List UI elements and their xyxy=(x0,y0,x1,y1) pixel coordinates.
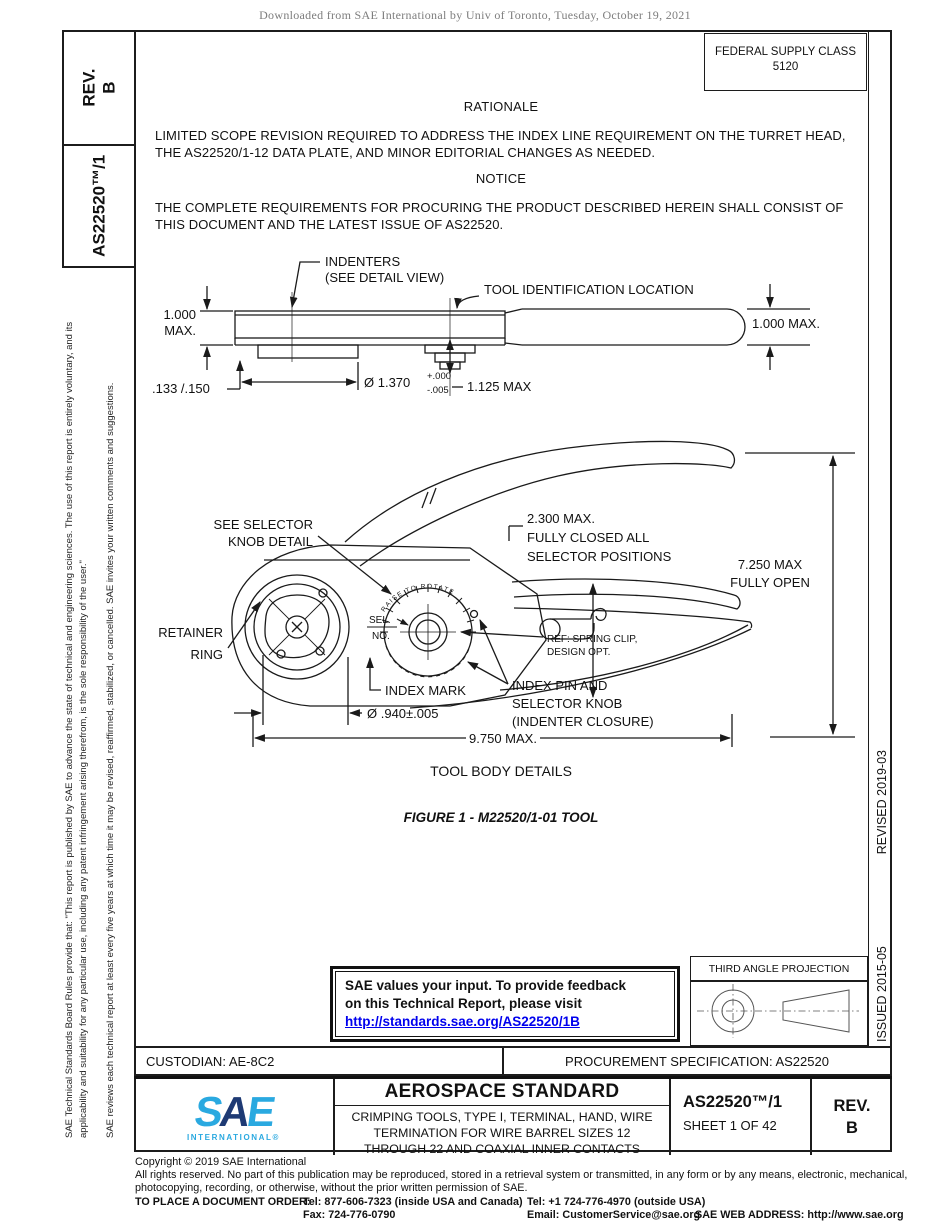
index-pin-label-3: (INDENTER CLOSURE) xyxy=(512,714,654,729)
projection-title: THIRD ANGLE PROJECTION xyxy=(691,957,867,982)
procurement-label: PROCUREMENT SPECIFICATION: AS22520 xyxy=(565,1054,829,1069)
see-selector-label-2: KNOB DETAIL xyxy=(228,534,313,549)
dim-1370-plus: +.000 xyxy=(427,371,451,382)
dim-1000-left-1: 1.000 xyxy=(163,307,196,322)
title-block-doc-number: AS22520™/1 xyxy=(683,1093,783,1111)
dim-1125-label: 1.125 MAX xyxy=(467,379,532,394)
standard-title-cell: AEROSPACE STANDARD CRIMPING TOOLS, TYPE … xyxy=(333,1079,669,1156)
indenters-label-2: (SEE DETAIL VIEW) xyxy=(325,270,444,285)
dim-1000-right: 1.000 MAX. xyxy=(752,316,820,331)
sheet-number: SHEET 1 OF 42 xyxy=(683,1118,777,1133)
dim-7250-label-2: FULLY OPEN xyxy=(730,575,810,590)
rights-text: All rights reserved. No part of this pub… xyxy=(135,1169,908,1194)
dim-1370-label: Ø 1.370 xyxy=(364,375,410,390)
download-watermark: Downloaded from SAE International by Uni… xyxy=(259,8,691,22)
custodian-label: CUSTODIAN: AE-8C2 xyxy=(146,1054,275,1069)
index-pin-label-2: SELECTOR KNOB xyxy=(512,696,622,711)
fsc-label: FEDERAL SUPPLY CLASS xyxy=(714,46,857,58)
sae-logo: SAE xyxy=(192,1088,276,1135)
order-tel-1: Tel: 877-606-7323 (inside USA and Canada… xyxy=(303,1196,523,1208)
raise-to-rotate-label: RAISE TO ROTATE xyxy=(380,583,454,613)
order-fax: Fax: 724-776-0790 xyxy=(303,1209,396,1221)
disclaimer-text-2: SAE reviews each technical report at lea… xyxy=(105,382,116,1138)
doc-title-line-2: TERMINATION FOR WIRE BARREL SIZES 12 xyxy=(373,1126,631,1140)
sae-logo-e: E xyxy=(243,1088,276,1135)
dim-2300-label-3: SELECTOR POSITIONS xyxy=(527,549,672,564)
third-angle-projection-box: THIRD ANGLE PROJECTION xyxy=(690,956,868,1046)
sae-logo-cell: SAE INTERNATIONAL® xyxy=(134,1079,333,1155)
issued-date: ISSUED 2015-05 xyxy=(875,946,889,1042)
title-block: SAE INTERNATIONAL® AEROSPACE STANDARD CR… xyxy=(134,1076,892,1156)
figure-1-caption: FIGURE 1 - M22520/1-01 TOOL xyxy=(403,810,599,825)
issued-revised-strip: ISSUED 2015-05 REVISED 2019-03 xyxy=(872,750,892,1042)
feedback-line-2: on this Technical Report, please visit xyxy=(345,996,582,1011)
dim-7250-label-1: 7.250 MAX xyxy=(738,557,803,572)
copyright-line: Copyright © 2019 SAE International xyxy=(135,1156,307,1168)
no-label: NO. xyxy=(372,631,390,642)
dim-2300-label-2: FULLY CLOSED ALL xyxy=(527,530,649,545)
notice-body: THE COMPLETE REQUIREMENTS FOR PROCURING … xyxy=(155,200,844,232)
order-email: Email: CustomerService@sae.org xyxy=(527,1209,701,1221)
notice-heading: NOTICE xyxy=(475,171,527,186)
doc-number-vertical: AS22520™/1 xyxy=(89,154,109,258)
feedback-link[interactable]: http://standards.sae.org/AS22520/1B xyxy=(345,1014,580,1029)
title-block-rev-label: REV. xyxy=(833,1097,871,1115)
spring-clip-label-2: DESIGN OPT. xyxy=(547,647,610,658)
dim-940-label: Ø .940±.005 xyxy=(367,706,438,721)
indenters-label-1: INDENTERS xyxy=(325,254,400,269)
index-mark-label: INDEX MARK xyxy=(385,683,466,698)
info-row: CUSTODIAN: AE-8C2 PROCUREMENT SPECIFICAT… xyxy=(134,1046,892,1076)
index-pin-label-1: INDEX PIN AND xyxy=(512,678,607,693)
title-block-rev-value: B xyxy=(846,1119,858,1137)
rationale-heading: RATIONALE xyxy=(463,99,539,114)
spring-clip-label-1: REF: SPRING CLIP, xyxy=(547,634,637,645)
standard-type: AEROSPACE STANDARD xyxy=(335,1079,669,1106)
retainer-label-1: RETAINER xyxy=(158,625,223,640)
doc-number-cell: AS22520™/1 SHEET 1 OF 42 xyxy=(669,1079,810,1155)
order-tel-2: Tel: +1 724-776-4970 (outside USA) xyxy=(527,1196,706,1208)
tool-id-label: TOOL IDENTIFICATION LOCATION xyxy=(484,282,694,297)
right-strip-divider xyxy=(868,30,869,1046)
dim-1370-minus: -.005 xyxy=(427,385,449,396)
doc-number-box: AS22520™/1 xyxy=(62,144,136,268)
doc-title-line-1: CRIMPING TOOLS, TYPE I, TERMINAL, HAND, … xyxy=(351,1110,653,1124)
tool-body-details-caption: TOOL BODY DETAILS xyxy=(430,763,572,779)
dim-1000-left-2: MAX. xyxy=(164,323,196,338)
projection-symbol xyxy=(697,984,859,1038)
order-label: TO PLACE A DOCUMENT ORDER: xyxy=(135,1196,311,1208)
tool-top-view-drawing: INDENTERS (SEE DETAIL VIEW) TOOL IDENTIF… xyxy=(152,254,820,396)
doc-title-line-3: THROUGH 22 AND COAXIAL INNER CONTACTS xyxy=(363,1142,641,1156)
svg-text:RAISE TO ROTATE: RAISE TO ROTATE xyxy=(380,583,456,613)
see-selector-label-1: SEE SELECTOR xyxy=(214,517,313,532)
dim-2300-label-1: 2.300 MAX. xyxy=(527,511,595,526)
rev-label: REV. xyxy=(79,68,99,108)
info-row-divider xyxy=(502,1048,504,1074)
retainer-label-2: RING xyxy=(191,647,224,662)
dim-133-label: .133 /.150 xyxy=(152,381,210,396)
feedback-box: SAE values your input. To provide feedba… xyxy=(330,966,680,1042)
rev-box: REV.B xyxy=(62,30,136,146)
sae-web-address: SAE WEB ADDRESS: http://www.sae.org xyxy=(695,1209,904,1221)
disclaimer-text-1: SAE Technical Standards Board Rules prov… xyxy=(64,321,89,1138)
rationale-body: LIMITED SCOPE REVISION REQUIRED TO ADDRE… xyxy=(155,128,846,160)
rev-cell: REV. B xyxy=(810,1079,892,1155)
sel-label: SEL. xyxy=(369,615,391,626)
feedback-line-1: SAE values your input. To provide feedba… xyxy=(345,978,627,993)
fsc-value: 5120 xyxy=(772,61,799,73)
federal-supply-class-box: FEDERAL SUPPLY CLASS 5120 xyxy=(704,33,867,91)
sae-logo-international: INTERNATIONAL® xyxy=(186,1133,281,1142)
dim-9750-label: 9.750 MAX. xyxy=(469,731,537,746)
tool-body-drawing: RAISE TO ROTATE SEL. NO. SEE SELECTOR KN… xyxy=(158,440,855,747)
page-frame xyxy=(134,30,892,1152)
rev-value: B xyxy=(99,81,118,95)
